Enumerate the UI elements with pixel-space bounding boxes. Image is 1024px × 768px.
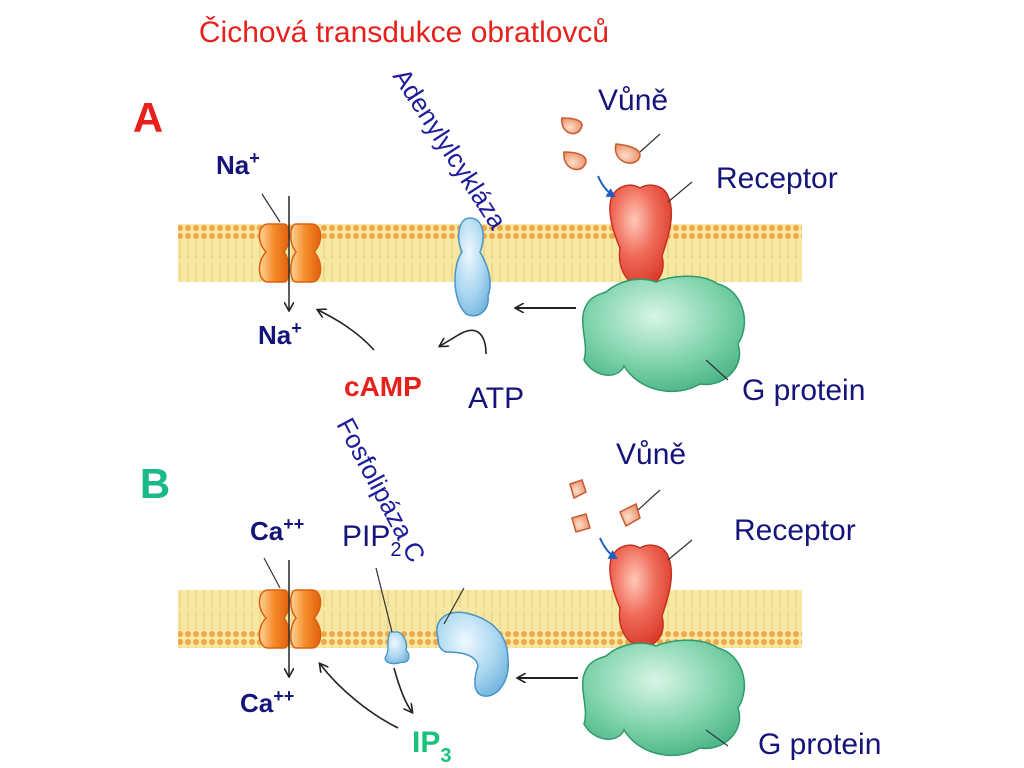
pip2-molecule xyxy=(384,631,410,665)
substrate-label-a: ATP xyxy=(468,382,524,415)
messenger-label-a: cAMP xyxy=(344,371,422,402)
g-protein-pointer-a xyxy=(705,359,729,381)
g-protein-label-b: G protein xyxy=(758,728,881,761)
panel-a-letter: A xyxy=(133,94,163,141)
panel-b-letter: B xyxy=(140,460,170,507)
receptor-b xyxy=(609,544,673,647)
panel-a: A Na+ Na+ Adenylylcykláza Vůně Receptor … xyxy=(133,63,866,415)
odorant-pointer-b xyxy=(637,489,661,511)
odorant-drop-a1 xyxy=(561,117,583,135)
enzyme-pointer-b xyxy=(443,587,465,625)
pip2-pointer xyxy=(375,567,393,633)
g-protein-pointer-b xyxy=(705,729,729,747)
receptor-a xyxy=(609,184,673,287)
ion-top-pointer-a xyxy=(261,193,281,223)
odorant-drop-a2 xyxy=(563,151,587,171)
pip2-to-ip3-arrow xyxy=(393,667,412,712)
odorant-drop-b3 xyxy=(619,502,641,528)
ip3-to-channel-arrow xyxy=(320,664,399,729)
phospholipase-c xyxy=(436,611,509,697)
ion-bottom-label-b: Ca++ xyxy=(240,686,294,718)
g-protein-label-a: G protein xyxy=(742,374,865,407)
substrate-label-b: PIP2 xyxy=(342,520,401,561)
panel-b: B Ca++ Ca++ Fosfolipáza C Vůně Receptor xyxy=(140,413,882,767)
odorant-label-a: Vůně xyxy=(598,84,668,117)
g-protein-b xyxy=(581,639,746,756)
odorant-pointer-a xyxy=(639,133,661,153)
receptor-label-a: Receptor xyxy=(716,162,838,195)
binding-arrow-b xyxy=(599,537,618,560)
ion-top-label-b: Ca++ xyxy=(250,514,304,546)
binding-arrow-a xyxy=(597,175,616,198)
ion-top-pointer-b xyxy=(263,557,281,589)
receptor-pointer-a xyxy=(667,181,693,203)
odorant-drop-b2 xyxy=(571,513,591,533)
odorant-drop-b1 xyxy=(569,479,587,500)
odorant-drop-a3 xyxy=(614,143,641,164)
title: Čichová transdukce obratlovců xyxy=(199,15,609,49)
messenger-label-b: IP3 xyxy=(412,726,451,767)
adenylyl-cyclase xyxy=(454,217,491,317)
odorant-label-b: Vůně xyxy=(616,438,686,471)
atp-to-camp-arrow xyxy=(440,329,487,355)
ion-top-label-a: Na+ xyxy=(216,148,260,180)
camp-to-channel-arrow xyxy=(318,310,375,351)
receptor-pointer-b xyxy=(667,539,693,561)
ion-channel-b xyxy=(258,589,322,649)
enzyme-label-a: Adenylylcykláza xyxy=(387,63,513,235)
ion-bottom-label-a: Na+ xyxy=(258,318,302,350)
g-protein-a xyxy=(581,275,746,392)
receptor-label-b: Receptor xyxy=(734,514,856,547)
